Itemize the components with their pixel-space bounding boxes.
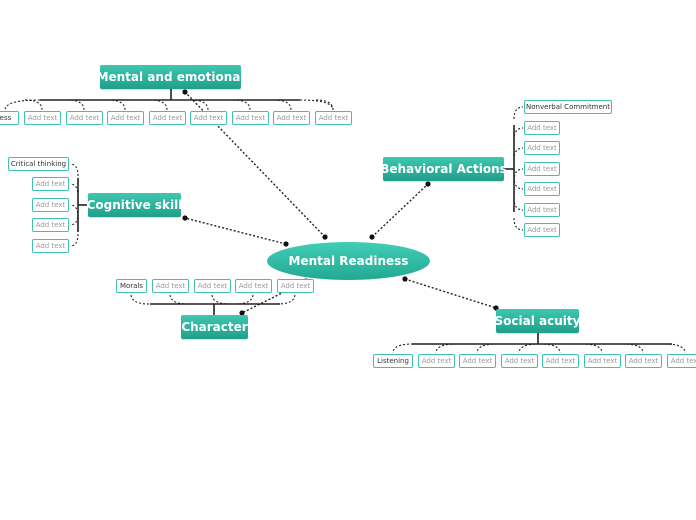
topic-behavioral-actions[interactable]: Behavioral Actions bbox=[380, 157, 507, 181]
mental-branch bbox=[315, 99, 334, 111]
mental-branch bbox=[190, 99, 209, 111]
character-branch bbox=[130, 293, 150, 305]
mental-branch bbox=[273, 99, 292, 111]
subtopic-add-text[interactable]: Add text bbox=[315, 111, 352, 125]
subtopic-add-text[interactable]: Add text bbox=[32, 177, 69, 191]
relationship-social-dot bbox=[402, 276, 408, 282]
subtopic-add-text[interactable]: Add text bbox=[524, 121, 560, 135]
topic-cognitive-skill[interactable]: Cognitive skill bbox=[87, 193, 182, 217]
behavioral-branch bbox=[513, 217, 524, 231]
behavioral-branch bbox=[513, 147, 524, 161]
subtopic-add-text[interactable]: Add text bbox=[32, 198, 69, 212]
social-branch bbox=[435, 343, 457, 354]
subtopic-add-text[interactable]: Add text bbox=[501, 354, 538, 368]
relationship-behavioral-dot bbox=[425, 181, 431, 187]
subtopic-add-text[interactable]: Add text bbox=[194, 279, 231, 293]
subtopic-add-text[interactable]: Add text bbox=[190, 111, 227, 125]
subtopic-add-text[interactable]: Add text bbox=[625, 354, 662, 368]
relationship-mental-dot bbox=[182, 89, 188, 95]
subtopic-add-text[interactable]: Add text bbox=[524, 162, 560, 176]
relationship-mental bbox=[184, 91, 326, 238]
topic-social-acuity[interactable]: Social acuity bbox=[495, 309, 580, 333]
relationship-behavioral bbox=[371, 183, 429, 238]
character-branch bbox=[211, 293, 231, 305]
cognitive-branch bbox=[69, 183, 79, 197]
subtopic-add-text[interactable]: Add text bbox=[459, 354, 496, 368]
social-branch bbox=[392, 343, 414, 354]
relationship-cognitive bbox=[184, 217, 287, 245]
relationship-social bbox=[404, 278, 497, 309]
subtopic-add-text[interactable]: Add text bbox=[584, 354, 621, 368]
subtopic-add-text[interactable]: Add text bbox=[542, 354, 579, 368]
subtopic-critical-thinking[interactable]: Critical thinking bbox=[8, 157, 69, 171]
subtopic-add-text[interactable]: Add text bbox=[107, 111, 144, 125]
topic-character[interactable]: Character bbox=[181, 315, 248, 339]
subtopic-add-text[interactable]: Add text bbox=[277, 279, 314, 293]
mental-branch bbox=[299, 99, 334, 111]
subtopic-add-text[interactable]: Add text bbox=[418, 354, 455, 368]
social-branch bbox=[664, 343, 686, 354]
relationship-cognitive-dot bbox=[182, 215, 188, 221]
subtopic-add-text[interactable]: Add text bbox=[24, 111, 61, 125]
subtopic-add-text[interactable]: Add text bbox=[524, 141, 560, 155]
character-branch bbox=[169, 293, 189, 305]
subtopic-add-text[interactable]: Add text bbox=[32, 218, 69, 232]
social-branch bbox=[476, 343, 498, 354]
relationship-behavioral-dot bbox=[369, 234, 375, 240]
subtopic-morals[interactable]: Morals bbox=[116, 279, 147, 293]
subtopic-add-text[interactable]: Add text bbox=[32, 239, 69, 253]
subtopic-add-text[interactable]: Add text bbox=[667, 354, 696, 368]
subtopic-add-text[interactable]: Add text bbox=[524, 223, 560, 237]
behavioral-branch bbox=[513, 176, 524, 190]
relationship-character-dot bbox=[239, 310, 245, 316]
subtopic-listening[interactable]: Listening bbox=[373, 354, 413, 368]
mental-branch bbox=[149, 99, 168, 111]
cognitive-branch bbox=[69, 204, 79, 218]
subtopic-add-text[interactable]: Add text bbox=[152, 279, 189, 293]
mental-branch bbox=[24, 99, 43, 111]
topic-mental-emotional[interactable]: Mental and emotional bbox=[97, 65, 244, 89]
behavioral-branch bbox=[513, 197, 524, 211]
cognitive-branch bbox=[69, 233, 79, 247]
mental-branch bbox=[107, 99, 126, 111]
relationship-mental-dot bbox=[322, 234, 328, 240]
subtopic-add-text[interactable]: Add text bbox=[273, 111, 310, 125]
social-branch bbox=[539, 343, 561, 354]
mental-branch bbox=[4, 99, 41, 111]
character-branch bbox=[234, 293, 254, 305]
character-branch bbox=[276, 293, 296, 305]
subtopic-nonverbal-commitment[interactable]: Nonverbal Commitment bbox=[524, 100, 612, 114]
central-topic[interactable]: Mental Readiness bbox=[267, 242, 430, 280]
behavioral-branch bbox=[513, 106, 524, 120]
behavioral-branch bbox=[513, 127, 524, 141]
subtopic-add-text[interactable]: Add text bbox=[66, 111, 103, 125]
social-branch bbox=[518, 343, 540, 354]
subtopic-add-text[interactable]: Add text bbox=[232, 111, 269, 125]
mental-branch bbox=[66, 99, 85, 111]
cognitive-branch bbox=[69, 163, 79, 177]
cognitive-branch bbox=[69, 212, 79, 226]
social-branch bbox=[581, 343, 603, 354]
mental-branch bbox=[232, 99, 251, 111]
subtopic-add-text[interactable]: Add text bbox=[235, 279, 272, 293]
subtopic-stress[interactable]: Stress bbox=[0, 111, 19, 125]
subtopic-add-text[interactable]: Add text bbox=[524, 203, 560, 217]
behavioral-branch bbox=[513, 168, 524, 182]
subtopic-add-text[interactable]: Add text bbox=[149, 111, 186, 125]
relationship-cognitive-dot bbox=[283, 241, 289, 247]
subtopic-add-text[interactable]: Add text bbox=[524, 182, 560, 196]
social-branch bbox=[622, 343, 644, 354]
